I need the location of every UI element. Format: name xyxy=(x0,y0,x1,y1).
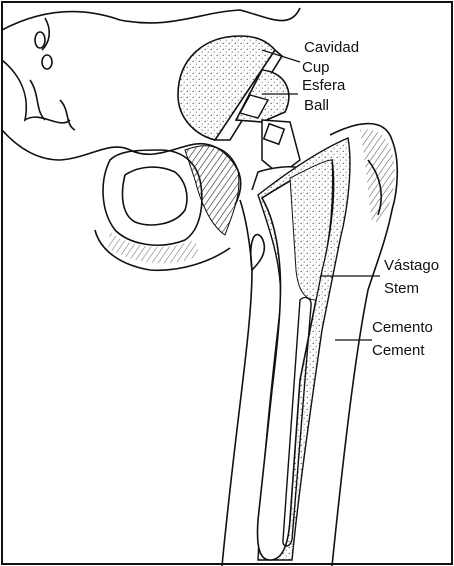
label-cement-spanish: Cemento xyxy=(372,319,433,336)
label-cement-english: Cement xyxy=(372,342,425,359)
label-cup-spanish: Cavidad xyxy=(304,39,359,56)
label-cup-english: Cup xyxy=(302,59,330,76)
label-ball-english: Ball xyxy=(304,97,329,114)
label-stem-english: Stem xyxy=(384,280,419,297)
label-stem-spanish: Vástago xyxy=(384,257,439,274)
label-ball-spanish: Esfera xyxy=(302,77,346,94)
